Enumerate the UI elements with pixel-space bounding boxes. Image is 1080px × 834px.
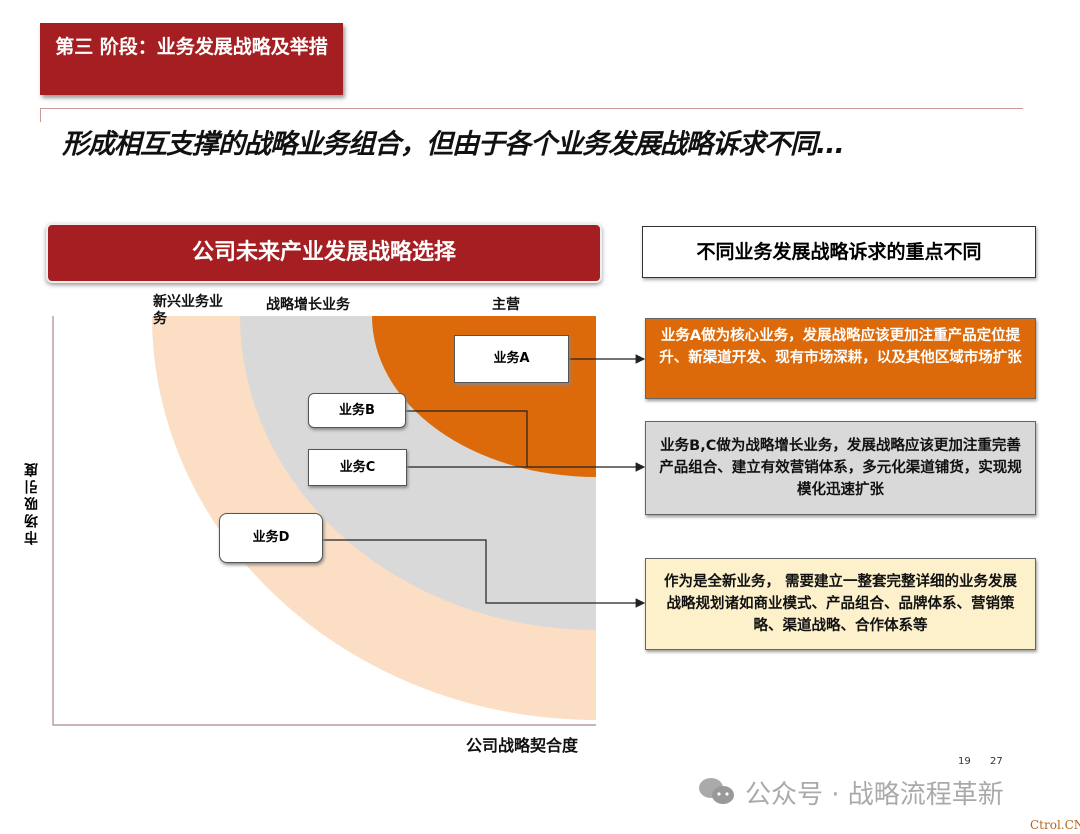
zone-label-core: 主营 xyxy=(492,297,520,313)
wechat-icon xyxy=(697,776,737,806)
watermark: 公众号 · 战略流程革新 xyxy=(745,780,1004,810)
y-axis-label: 市场吸引度 xyxy=(24,460,40,545)
connector-d xyxy=(323,539,646,608)
business-a: 业务A xyxy=(454,335,569,383)
business-c: 业务C xyxy=(308,449,407,486)
right-panel-title: 不同业务发展战略诉求的重点不同 xyxy=(642,226,1036,278)
divider xyxy=(40,108,1023,109)
chart-axes xyxy=(52,316,596,726)
description-growth: 业务B,C做为战略增长业务，发展战略应该更加注重完善产品组合、建立有效营销体系，… xyxy=(645,421,1036,515)
divider-tick xyxy=(40,108,41,122)
connector-b xyxy=(406,410,528,467)
business-d: 业务D xyxy=(219,513,323,563)
source-label: Ctrol.CN xyxy=(1030,818,1080,832)
description-core: 业务A做为核心业务，发展战略应该更加注重产品定位提升、新渠道开发、现有市场深耕，… xyxy=(645,318,1036,399)
zone-label-growth: 战略增长业务 xyxy=(266,297,350,313)
left-panel-title: 公司未来产业发展战略选择 xyxy=(46,223,602,283)
headline: 形成相互支撑的战略业务组合，但由于各个业务发展战略诉求不同... xyxy=(62,129,845,160)
stage-title: 第三 阶段：业务发展战略及举措 xyxy=(40,23,343,95)
page-total: 27 xyxy=(990,756,1003,767)
x-axis-label: 公司战略契合度 xyxy=(466,736,579,755)
business-b: 业务B xyxy=(308,393,406,428)
page-number: 19 xyxy=(958,756,971,767)
zone-label-emerging: 新兴业务业务 xyxy=(153,294,223,327)
description-emerging: 作为是全新业务， 需要建立一整套完整详细的业务发展战略规划诸如商业模式、产品组合… xyxy=(645,558,1036,650)
